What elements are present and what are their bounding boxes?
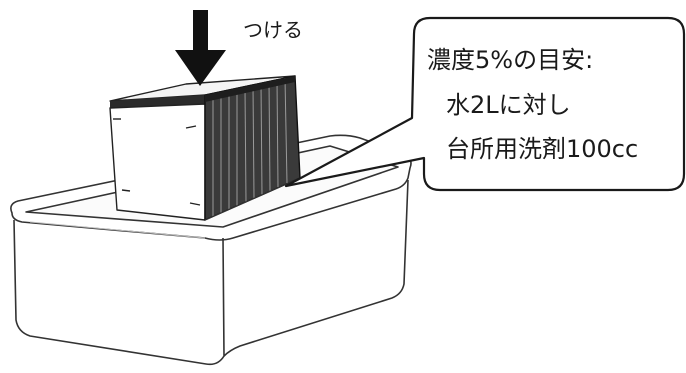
filter-block [109, 75, 301, 221]
water-surface [204, 177, 301, 221]
callout-line-1: 濃度5%の目安: [427, 46, 593, 74]
callout-line-2: 水2Lに対し [446, 91, 571, 119]
down-arrow-icon [175, 10, 226, 86]
callout-line-3: 台所用洗剤100cc [446, 135, 638, 163]
callout-bubble [284, 16, 686, 192]
arrow-label: つける [243, 18, 303, 42]
